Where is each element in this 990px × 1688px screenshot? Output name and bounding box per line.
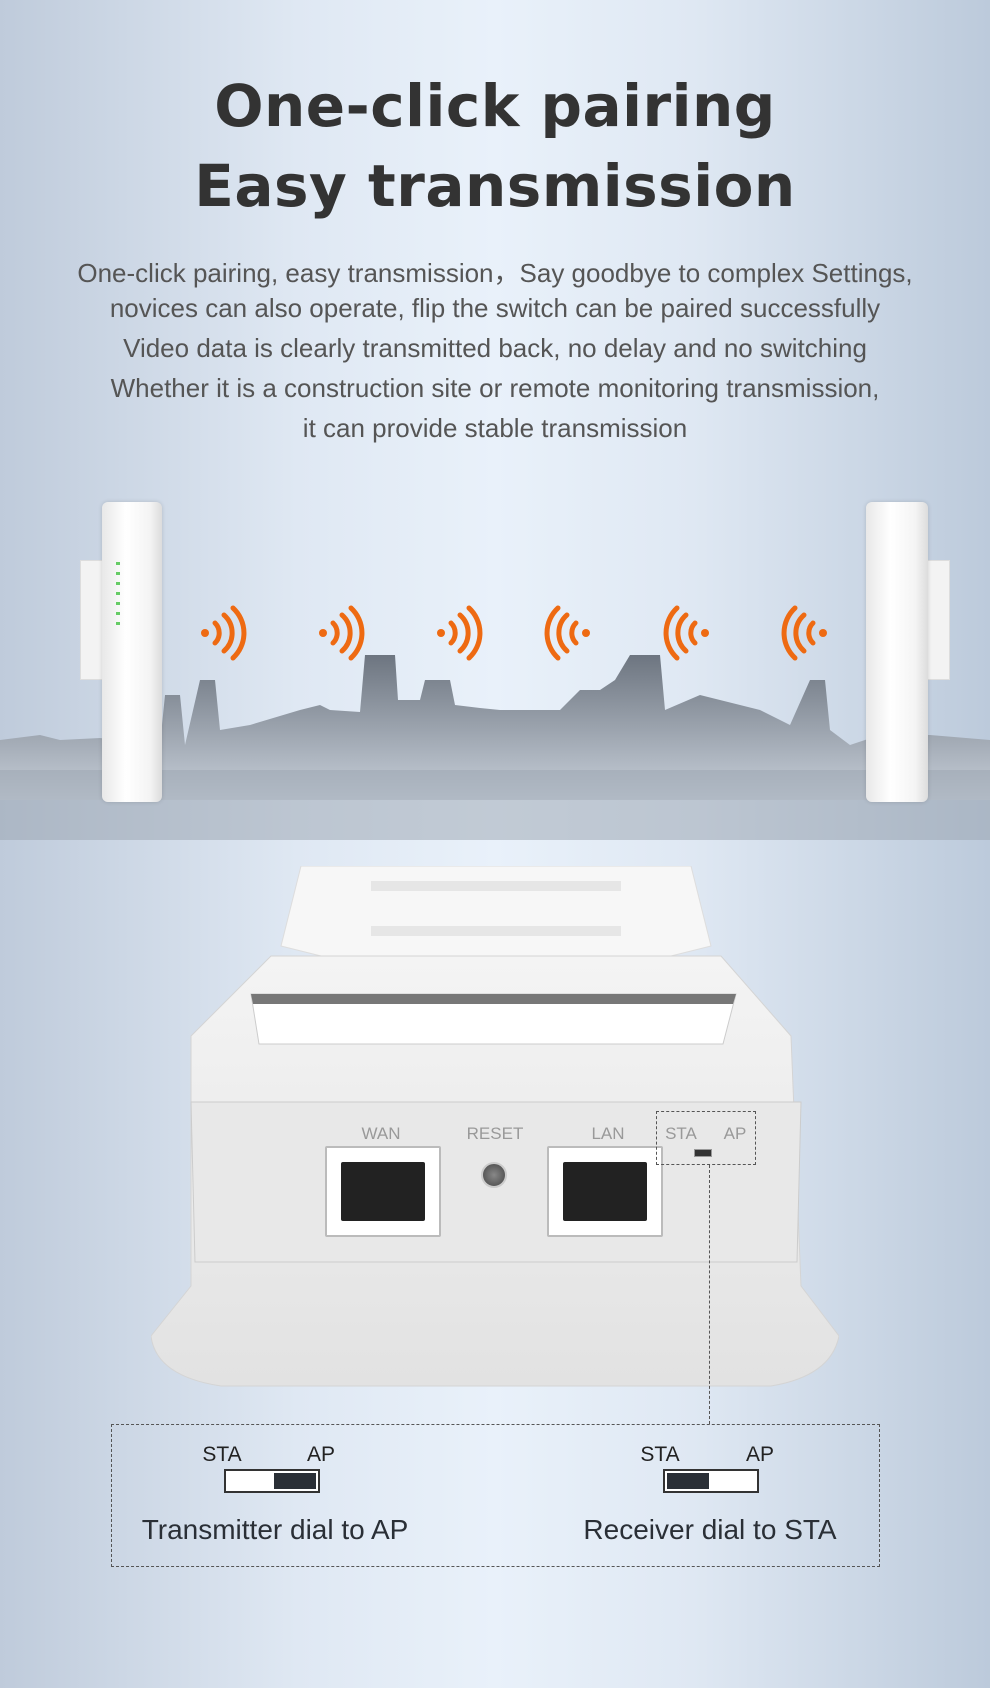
reset-button: [481, 1162, 507, 1188]
description-line: Whether it is a construction site or rem…: [110, 373, 880, 403]
wifi-signal-icon: [437, 605, 483, 661]
wifi-signal-icon: [544, 605, 590, 661]
receiver-caption: Receiver dial to STA: [583, 1514, 837, 1545]
receiver-sta-label: STA: [640, 1443, 680, 1466]
lan-port: [547, 1146, 663, 1237]
right-cpe-device-image: [866, 502, 928, 802]
description-line: One-click pairing, easy transmission，Say…: [77, 258, 913, 288]
receiver-dial-switch: [663, 1469, 759, 1493]
wifi-signal-icon: [319, 605, 365, 661]
switch-knob: [274, 1473, 316, 1489]
city-skyline-image: [0, 655, 990, 840]
title-line-1: One-click pairing: [214, 72, 776, 140]
switch-highlight-box: [656, 1111, 756, 1165]
callout-line: [709, 1165, 710, 1424]
description-line: it can provide stable transmission: [302, 413, 688, 443]
transmitter-sta-label: STA: [202, 1443, 242, 1466]
switch-knob: [667, 1473, 709, 1489]
wifi-signal-icon: [781, 605, 827, 661]
lan-port-label: LAN: [591, 1124, 625, 1143]
transmitter-dial-switch: [224, 1469, 320, 1493]
wan-port-label: WAN: [361, 1124, 401, 1143]
description-line: Video data is clearly transmitted back, …: [123, 333, 867, 363]
sta-label: STA: [665, 1124, 697, 1143]
description-line: novices can also operate, flip the switc…: [109, 293, 881, 323]
title-line-2: Easy transmission: [194, 152, 796, 220]
reset-label: RESET: [466, 1124, 524, 1143]
wifi-signal-icon: [663, 605, 709, 661]
wifi-signal-icon: [201, 605, 247, 661]
mode-switch: [694, 1149, 712, 1157]
wan-port: [325, 1146, 441, 1237]
ap-label: AP: [723, 1124, 747, 1143]
led-indicators: [116, 562, 120, 632]
dial-instructions-box: [111, 1424, 880, 1567]
transmitter-caption: Transmitter dial to AP: [141, 1514, 409, 1545]
left-cpe-device-image: [102, 502, 162, 802]
receiver-ap-label: AP: [745, 1443, 775, 1466]
transmitter-ap-label: AP: [306, 1443, 336, 1466]
